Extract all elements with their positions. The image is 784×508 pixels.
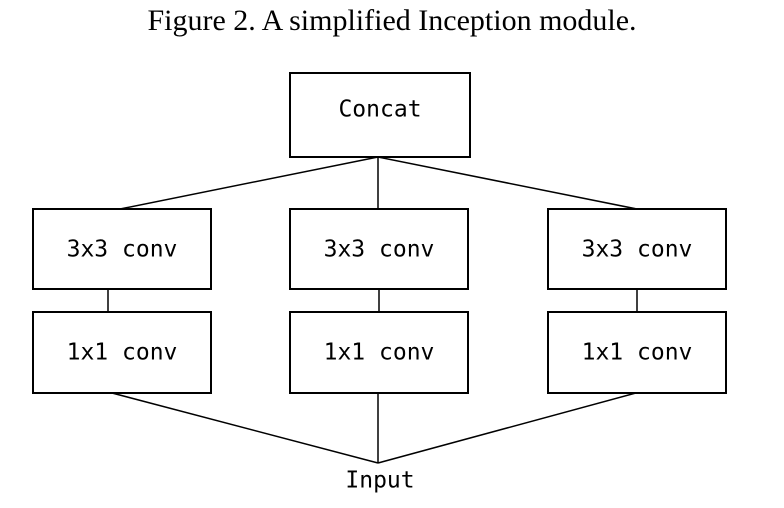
branch3-conv1x1-box: [547, 311, 727, 394]
branch3-conv3x3-box: [547, 208, 727, 290]
branch2-conv3x3-label: 3x3 conv: [324, 237, 435, 263]
branch3-conv3x3-label: 3x3 conv: [582, 237, 693, 263]
input-label: Input: [345, 468, 414, 494]
edge-concat-branch1: [119, 156, 379, 210]
edge-branch1-input: [111, 392, 379, 464]
branch2-conv3x3-box: [289, 208, 469, 290]
branch2-conv1x1-label: 1x1 conv: [324, 340, 435, 366]
concat-label: Concat: [338, 97, 421, 123]
branch1-conv3x3-label: 3x3 conv: [67, 237, 178, 263]
branch1-conv1x1-box: [32, 311, 212, 394]
concat-box: [289, 72, 471, 158]
branch1-conv1x1-label: 1x1 conv: [67, 340, 178, 366]
edge-branch3-input: [377, 392, 637, 464]
branch1-conv3x3-box: [32, 208, 212, 290]
branch2-conv1x1-box: [289, 311, 469, 394]
figure-caption: Figure 2. A simplified Inception module.: [147, 4, 637, 37]
edge-concat-branch3: [377, 156, 638, 210]
branch3-conv1x1-label: 1x1 conv: [582, 340, 693, 366]
